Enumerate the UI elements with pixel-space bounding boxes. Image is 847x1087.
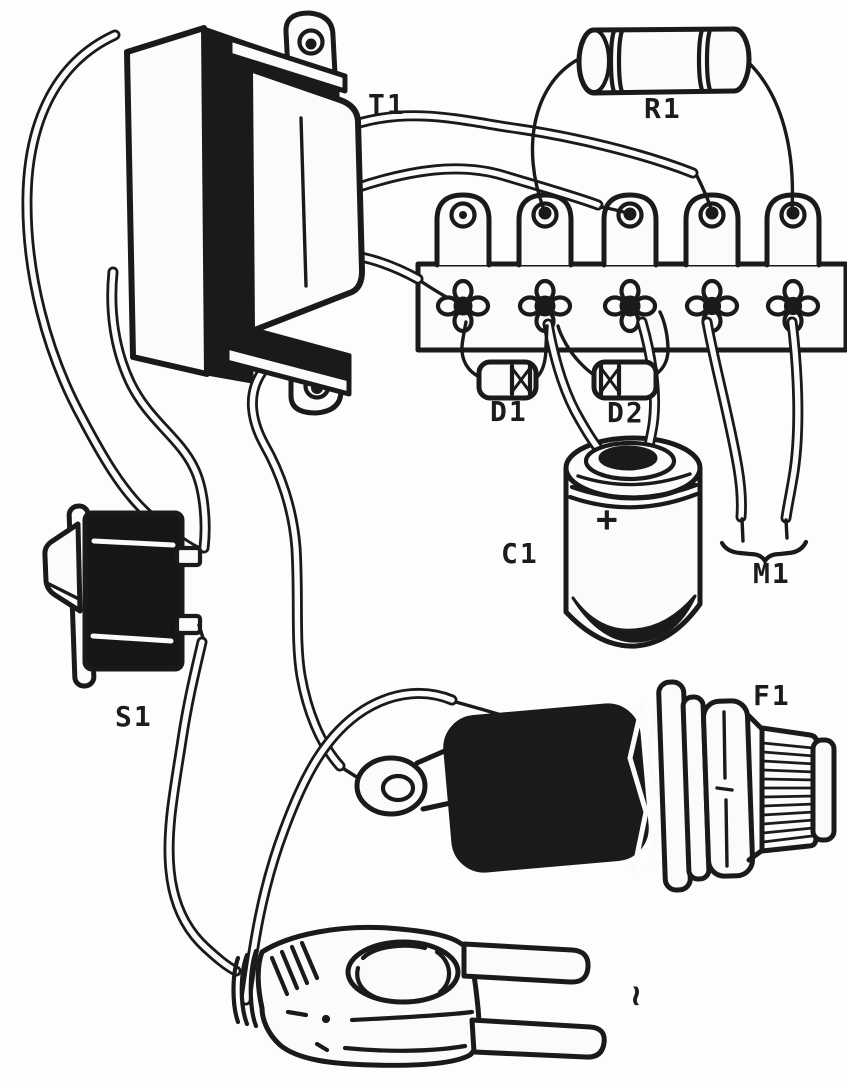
t1-side-face	[124, 25, 210, 377]
labels: T1 R1 D1 D2 C1 M1 S1 F1 + ~	[115, 88, 791, 1009]
terminal-strip-lugs	[435, 278, 821, 334]
s1-terminal-bottom	[174, 613, 203, 636]
plug-cover-hole	[345, 939, 461, 1005]
label-d2: D2	[607, 396, 645, 429]
solder-lug	[602, 278, 658, 334]
plug-neck-ridges	[231, 955, 241, 1025]
label-t1: T1	[368, 88, 406, 121]
m1-brace	[719, 539, 809, 566]
plug-prong	[469, 1017, 607, 1060]
ac-plug	[231, 924, 607, 1068]
label-f1: F1	[753, 679, 791, 712]
f1-rubber-boot	[443, 703, 649, 873]
label-d1: D1	[490, 395, 528, 428]
label-m1: M1	[753, 557, 791, 590]
resistor-r1	[530, 26, 795, 211]
t1-top-bracket	[227, 36, 348, 94]
capacitor-c1	[548, 322, 703, 649]
r1-lead-right	[746, 60, 795, 211]
r1-lead-left	[530, 58, 579, 209]
c1-can	[563, 465, 703, 649]
d2-body	[591, 359, 659, 401]
transformer-t1	[124, 10, 365, 416]
s1-terminal-top	[174, 545, 203, 568]
d1-body	[476, 359, 539, 401]
s1-rocker-lever	[42, 521, 83, 614]
c1-polarity-mark: +	[596, 499, 620, 540]
t1-front-face	[247, 66, 365, 334]
plug-prong	[461, 941, 591, 985]
switch-s1	[42, 503, 205, 689]
f1-threads	[627, 703, 649, 873]
label-c1: C1	[501, 537, 539, 570]
m1-bare-tip	[784, 518, 789, 540]
s1-body	[82, 510, 185, 672]
diode-d2	[556, 310, 670, 401]
meter-leads-m1	[707, 322, 809, 566]
c1-top-opening	[598, 445, 658, 471]
f1-knurl-ribs	[762, 741, 816, 844]
t1-bottom-bracket	[224, 344, 352, 397]
label-s1: S1	[115, 700, 153, 733]
f1-cap-end	[810, 737, 837, 843]
label-r1: R1	[644, 92, 682, 125]
ac-symbol: ~	[616, 985, 657, 1009]
diode-d1	[460, 320, 549, 401]
terminal-strip-tabs	[434, 192, 822, 268]
terminal-strip	[415, 192, 847, 353]
f1-lug-arm	[414, 743, 463, 812]
m1-bare-tip	[740, 517, 745, 543]
fuse-holder-f1	[354, 679, 837, 893]
